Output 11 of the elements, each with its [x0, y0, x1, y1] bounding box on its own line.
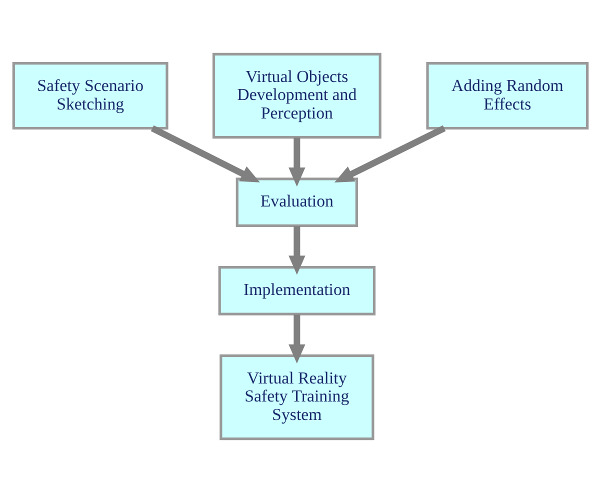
- node-box: Evaluation: [236, 177, 358, 227]
- arrow: [334, 124, 446, 182]
- arrow: [288, 314, 306, 364]
- node-box: Adding Random Effects: [426, 62, 589, 130]
- node-box: Virtual Reality Safety Training System: [220, 354, 374, 440]
- arrow: [288, 226, 306, 274]
- node-box: Virtual Objects Development and Perception: [212, 52, 382, 138]
- node-box: Safety Scenario Sketching: [12, 62, 168, 130]
- arrow: [150, 124, 260, 182]
- arrow: [288, 137, 306, 186]
- node-box: Implementation: [218, 266, 376, 315]
